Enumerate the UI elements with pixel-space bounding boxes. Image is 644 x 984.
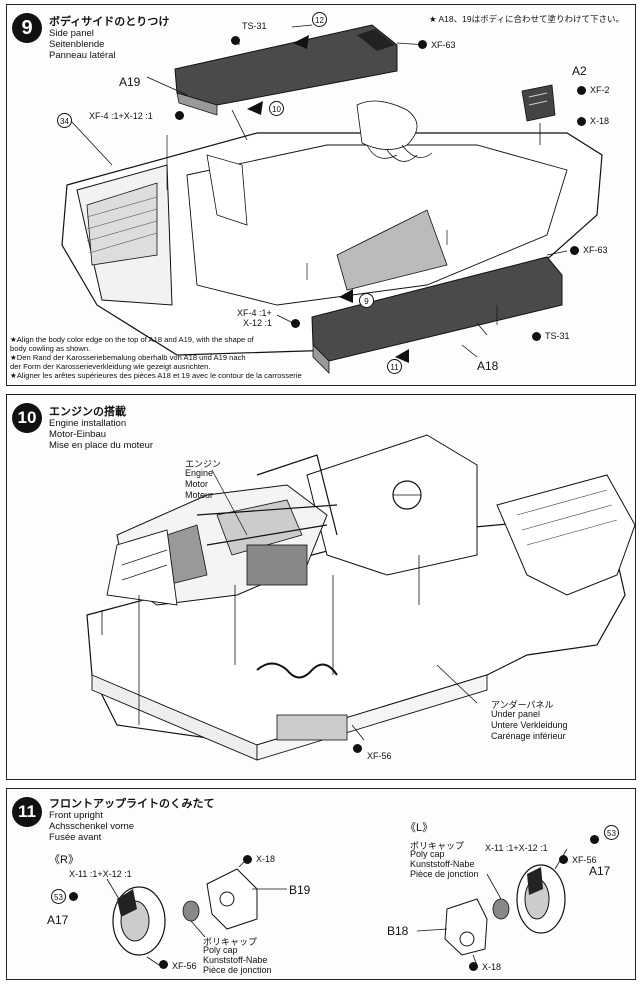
step-11-right-polycap-label: ポリキャップ (203, 937, 258, 947)
step-9-mix-bottom-label-1: XF-4 :1+ (237, 308, 272, 318)
screw-icon (231, 36, 240, 45)
screw-icon (577, 86, 586, 95)
step-11-right-polycap-label: Poly cap (203, 945, 238, 955)
step-11-left-tag: 《L》 (405, 822, 434, 834)
step-11-left-a17-label: A17 (589, 864, 611, 878)
step-11-left-b18-label: B18 (387, 924, 409, 938)
step-11-left-polycap-label: Pièce de jonction (410, 869, 479, 879)
step-10-under-panel-label: Untere Verkleidung (491, 720, 568, 730)
screw-icon (159, 960, 168, 969)
step-9-title-fr: Panneau latéral (49, 50, 116, 61)
step-9-note-line: body cowling as shown. (10, 344, 91, 353)
step-11-left-mix-label: X-11 :1+X-12 :1 (485, 843, 548, 853)
step-9-panel: 9 ボディサイドのとりつけ Side panel Seitenblende Pa… (6, 4, 636, 386)
screw-icon (69, 892, 78, 901)
step-10-diagram (86, 434, 636, 761)
step-9-ts31-bottom-label: TS-31 (545, 331, 570, 341)
step-11-left-polycap-label: Kunststoff-Nabe (410, 859, 475, 869)
step-10-engine-label: Moteur (185, 490, 214, 500)
screw-icon (418, 40, 427, 49)
step-9-callout-9: 9 (359, 293, 374, 308)
step-10-under-panel-label: アンダーパネル (491, 700, 554, 710)
step-10-title-jp: エンジンの搭載 (49, 405, 126, 418)
step-9-callout-11: 11 (387, 359, 402, 374)
screw-icon (175, 111, 184, 120)
step-9-callout-34: 34 (57, 113, 72, 128)
screw-icon (590, 835, 599, 844)
step-9-a19-label: A19 (119, 75, 141, 89)
step-9-callout-12: 12 (312, 12, 327, 27)
step-11-right-x18-label: X-18 (256, 854, 276, 864)
step-9-xf63-right-label: XF-63 (583, 245, 608, 255)
step-11-right-callout-53: 53 (51, 889, 66, 904)
step-11-right-polycap-label: Pièce de jonction (203, 965, 272, 975)
step-11-right-tag: 《R》 (49, 854, 79, 866)
screw-icon (243, 855, 252, 864)
step-9-note-line: ★Den Rand der Karosseriebemalung oberhal… (10, 353, 246, 362)
step-9-ts31-top-label: TS-31 (242, 21, 267, 31)
step-11-right-xf56-label: XF-56 (172, 961, 197, 971)
step-11-right-b19-label: B19 (289, 883, 311, 897)
screw-icon (532, 332, 541, 341)
step-10-under-panel-label: Under panel (491, 709, 541, 719)
step-10-engine-label: Motor (185, 479, 209, 489)
step-9-xf63-top-label: XF-63 (431, 40, 456, 50)
step-11-number: 11 (12, 797, 42, 827)
step-10-panel: 10 エンジンの搭載 Engine installation Motor-Ein… (6, 394, 636, 780)
step-11-panel: 11 フロントアップライトのくみたて Front upright Achssch… (6, 788, 636, 980)
step-11-diagram (106, 848, 568, 966)
step-11-left-x18-label: X-18 (482, 962, 502, 972)
step-11-right-polycap-label: Kunststoff-Nabe (203, 955, 268, 965)
step-9-note-line: ★Aligner les arêtes supérieures des pièc… (10, 371, 302, 380)
screw-icon (469, 962, 478, 971)
screw-icon (291, 319, 300, 328)
step-11-right-a17-label: A17 (47, 913, 69, 927)
step-11-left-polycap-label: ポリキャップ (410, 841, 465, 851)
step-9-mix-left-label: XF-4 :1+X-12 :1 (89, 111, 153, 121)
step-9-diagram (61, 24, 603, 374)
step-9-a18-label: A18 (477, 359, 499, 373)
step-11-left-callout-53: 53 (604, 825, 619, 840)
screw-icon (559, 855, 568, 864)
step-10-title-de: Motor-Einbau (49, 429, 107, 440)
step-10-title-fr: Mise en place du moteur (49, 440, 154, 451)
step-10-title-en: Engine installation (49, 418, 127, 429)
step-9-xf2-label: XF-2 (590, 85, 610, 95)
step-9-note-line: der Form der Karosserieverkleidung wie g… (10, 362, 211, 371)
step-10-number: 10 (12, 403, 42, 433)
step-10-xf56-label: XF-56 (367, 751, 392, 761)
step-9-a2-label: A2 (572, 64, 587, 78)
step-9-x18-label: X-18 (590, 116, 610, 126)
step-10-under-panel-label: Carénage inférieur (491, 731, 566, 741)
step-9-paint-note: ★ A18、19はボディに合わせて塗りわけて下さい。 (429, 14, 624, 24)
step-10-engine-label: エンジン (185, 459, 222, 469)
step-11-left-xf56-label: XF-56 (572, 855, 597, 865)
step-9-mix-bottom-label-2: X-12 :1 (243, 318, 273, 328)
screw-icon (577, 117, 586, 126)
step-11-title-fr: Fusée avant (49, 832, 102, 843)
step-9-callout-10: 10 (269, 101, 284, 116)
step-9-title-en: Side panel (49, 28, 94, 39)
step-11-title-jp: フロントアップライトのくみたて (49, 797, 215, 810)
step-11-right-mix-label: X-11 :1+X-12 :1 (69, 869, 132, 879)
screw-icon (570, 246, 579, 255)
step-9-note-line: ★Align the body color edge on the top of… (10, 335, 254, 344)
step-9-title-jp: ボディサイドのとりつけ (49, 15, 170, 28)
step-9-title-de: Seitenblende (49, 39, 105, 50)
step-11-title-en: Front upright (49, 810, 103, 821)
step-11-left-polycap-label: Poly cap (410, 849, 445, 859)
step-10-engine-label: Engine (185, 468, 214, 478)
step-9-number: 9 (12, 13, 42, 43)
step-11-title-de: Achsschenkel vorne (49, 821, 135, 832)
screw-icon (353, 744, 362, 753)
